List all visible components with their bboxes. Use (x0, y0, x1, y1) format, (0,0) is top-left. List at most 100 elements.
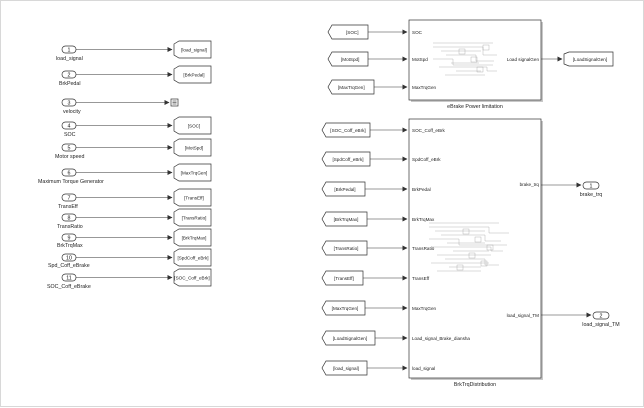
ebrake-block[interactable] (408, 19, 542, 101)
goto-tag-label: [SOC_Coff_eBrk] (174, 276, 209, 281)
from-tag-label: [MaxTrqGen] (332, 306, 359, 311)
from-tag-label: [load_signal] (333, 366, 359, 371)
goto-tag[interactable] (563, 51, 614, 67)
brk-in-port: load_signal (412, 366, 435, 371)
inport-label: SOC_Coff_eBrake (47, 284, 91, 290)
from-tag-label: [MaxTrqGen] (338, 85, 365, 90)
inport-label: Motor speed (55, 154, 84, 160)
outport-2[interactable] (592, 311, 610, 320)
ebrake-in-port: MaxTrqGen (412, 85, 437, 90)
inport-label: SOC (64, 132, 76, 138)
from-tag[interactable] (321, 240, 368, 256)
inport-row-11: 11 SOC_Coff_eBrake [SOC_Coff_eBrk] (47, 268, 212, 290)
ebrake-thumbnail (433, 42, 497, 76)
goto-tag-label: [TransRatio] (182, 216, 207, 221)
from-tag[interactable] (321, 300, 366, 316)
inport-number: 1 (68, 48, 71, 54)
from-tag-label: [BrkPedal] (334, 187, 355, 192)
inport-row-3: 3 velocity (61, 98, 179, 115)
brk-in-port: TransRatio (412, 246, 435, 251)
inport-row-6: 6 Maximum Torque Generator [MaxTrqGen] (38, 163, 212, 185)
inport-number: 4 (68, 124, 71, 130)
inport-number: 11 (66, 276, 72, 282)
from-tag-label: [SOC_Coff_eBrk] (330, 128, 365, 133)
goto-tag-label: [MaxTrqGen] (181, 171, 208, 176)
inport-number: 6 (68, 171, 71, 177)
brk-in-port: BrkPedal (412, 187, 431, 192)
from-tag-label: [LoadSignalGen] (333, 336, 367, 341)
from-tag[interactable] (321, 270, 364, 286)
brktrq-block-name: BrkTrqDistribution (454, 382, 496, 388)
goto-tag[interactable] (173, 65, 212, 84)
outport-label: brake_trq (580, 192, 602, 198)
from-tag-label: [SpdCoff_eBrk] (332, 157, 363, 162)
outport-1[interactable] (582, 181, 600, 190)
from-tag[interactable] (321, 211, 368, 227)
inport-row-9: 9 BrkTrqMax [BrkTrqMax] (57, 228, 212, 249)
ebrake-block-name: eBrake Power limitation (447, 104, 503, 110)
inport-number: 5 (68, 146, 71, 152)
inport-number: 8 (68, 216, 71, 222)
inport-row-7: 7 TransEff [TransEff] (58, 188, 212, 210)
from-tag[interactable] (321, 151, 371, 167)
inport-row-4: 4 SOC [SOC] (61, 116, 212, 138)
inport-number: 2 (68, 73, 71, 79)
goto-tag[interactable] (173, 188, 212, 207)
goto-tag[interactable] (173, 40, 212, 59)
brktrq-thumbnail (429, 222, 509, 272)
from-tag[interactable] (321, 122, 371, 138)
brk-in-port: BrkTrqMax (412, 217, 435, 222)
brk-in-port: SOC_Coff_eBrk (412, 128, 446, 133)
from-tag-label: [BrkTrqMax] (334, 217, 359, 222)
goto-tag[interactable] (173, 163, 212, 182)
goto-tag[interactable] (173, 228, 212, 247)
goto-tag[interactable] (173, 138, 212, 157)
inport-number: 10 (66, 256, 72, 262)
from-tag[interactable] (321, 360, 368, 376)
goto-tag[interactable] (173, 268, 212, 287)
from-tag[interactable] (327, 51, 369, 67)
ebrake-out-port: Load signalGen (507, 57, 540, 62)
goto-tag[interactable] (173, 248, 212, 267)
from-tag[interactable] (327, 79, 375, 95)
inport-label: load_signal (56, 56, 83, 62)
brktrq-block[interactable] (408, 118, 542, 379)
inport-number: 9 (68, 236, 71, 242)
goto-tag-label: [BrkTrqMax] (182, 236, 207, 241)
ebrake-in-port: MotSpd (412, 57, 428, 62)
goto-tag-label: [MotSpd] (185, 146, 203, 151)
inport-label: BrkPedal (59, 81, 81, 87)
inport-row-1: 1 load_signal [load_signal] (56, 40, 212, 62)
inport-row-10: 10 Spd_Coff_eBrake [SpdCoff_eBrk] (48, 248, 212, 269)
from-tag[interactable] (321, 330, 376, 346)
goto-tag-label: [LoadSignalGen] (573, 57, 607, 62)
inport-row-5: 5 Motor speed [MotSpd] (55, 138, 212, 160)
brk-in-port: TransEff (412, 276, 430, 281)
inport-row-2: 2 BrkPedal [BrkPedal] (59, 65, 212, 87)
brk-in-port: SpdCoff_eBrk (412, 157, 441, 162)
inport-number: 3 (68, 101, 71, 107)
goto-tag-label: [load_signal] (181, 48, 207, 53)
inport-label: velocity (63, 109, 81, 115)
inport-row-8: 8 TransRatio [TransRatio] (57, 208, 212, 230)
brk-out-port: brake_trq (520, 182, 540, 187)
outport-number: 1 (590, 184, 593, 190)
from-tag[interactable] (327, 24, 369, 40)
ebrake-power-limitation-subsystem: [SOC] [MotSpd] [MaxTrqGen] SOC MotSpd Ma… (327, 19, 614, 110)
inport-label: BrkTrqMax (57, 243, 83, 249)
from-tag-label: [MotSpd] (341, 57, 359, 62)
from-tag-label: [TransRatio] (334, 246, 359, 251)
goto-tag[interactable] (173, 116, 212, 135)
goto-tag-label: [SOC] (188, 124, 201, 129)
inport-label: Spd_Coff_eBrake (48, 263, 90, 269)
brk-out-port: load_signal_TM (507, 313, 540, 318)
outport-number: 2 (600, 314, 603, 320)
from-tag[interactable] (321, 181, 366, 197)
inport-label: Maximum Torque Generator (38, 179, 104, 185)
goto-tag[interactable] (173, 208, 212, 227)
brk-in-port: MaxTrqGen (412, 306, 437, 311)
outport-label: load_signal_TM (582, 322, 619, 328)
inport-label: TransEff (58, 204, 78, 210)
ebrake-in-port: SOC (412, 30, 423, 35)
